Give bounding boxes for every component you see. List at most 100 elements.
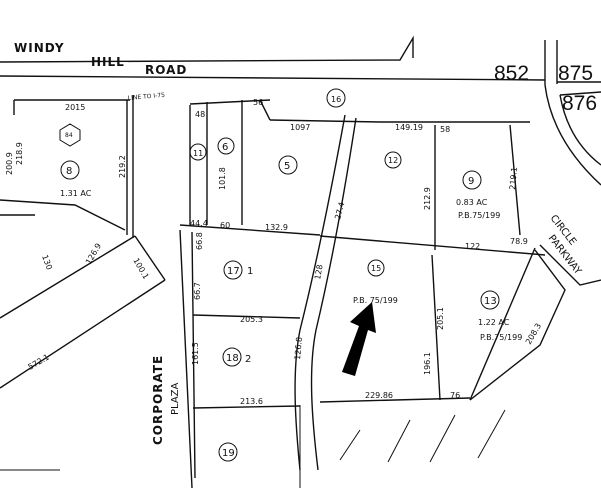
dim-101-8: 101.8 xyxy=(218,167,227,190)
parcel-12[interactable]: 12 xyxy=(384,151,402,169)
parcel-9[interactable]: 9 0.83 AC P.B.75/199 xyxy=(456,170,500,220)
parcel-6-id: 6 xyxy=(222,142,228,153)
bottom-ticks xyxy=(0,409,506,471)
dim-66-8: 66.8 xyxy=(195,232,204,250)
arrow-marker xyxy=(342,302,376,376)
parcel-9-circle xyxy=(462,170,482,190)
dim-229-86: 229.86 xyxy=(365,391,393,400)
parcel-12-id: 12 xyxy=(388,156,398,165)
parcel-15-circle xyxy=(367,259,385,277)
dim-208-3: 208.3 xyxy=(524,322,543,346)
dim-200-9: 200.9 xyxy=(5,152,14,175)
dim-27-4: 27.4 xyxy=(333,201,346,221)
parcel-17[interactable]: 17 1 xyxy=(223,260,253,280)
parcel-lines-right xyxy=(319,124,601,401)
dim-76: 76 xyxy=(450,391,460,400)
parcel-lines-left xyxy=(0,95,134,238)
page-ref-876: 876 xyxy=(562,92,597,115)
dim-205-3: 205.3 xyxy=(240,315,263,324)
dim-44-4: 44.4 xyxy=(190,219,208,228)
parcel-6-circle xyxy=(217,137,235,155)
dim-2015: 2015 xyxy=(65,103,85,112)
parcel-17-lot: 1 xyxy=(247,266,253,277)
parcel-11-id: 11 xyxy=(193,149,203,158)
parcel-13-plat: P.B.75/199 xyxy=(480,333,522,342)
parcel-17-circle xyxy=(223,260,243,280)
dim-212-9: 212.9 xyxy=(423,187,432,210)
parcel-6[interactable]: 6 xyxy=(217,137,235,155)
road-label-hill: HILL xyxy=(91,55,125,69)
center-creek xyxy=(294,114,357,471)
dim-149-19: 149.19 xyxy=(395,123,423,132)
parcel-8-area: 1.31 AC xyxy=(60,189,92,198)
road-label-road: ROAD xyxy=(145,63,187,77)
dim-122: 122 xyxy=(465,242,480,251)
page-ref-852: 852 xyxy=(494,62,529,85)
dim-213-6: 213.6 xyxy=(240,397,263,406)
page-ref-875: 875 xyxy=(558,62,593,85)
windy-hill-road-lines xyxy=(0,35,601,85)
road-label-plaza: PLAZA xyxy=(170,382,181,415)
arrow-up-icon xyxy=(342,302,376,376)
parcel-16-id: 16 xyxy=(331,95,341,104)
parcel-84-hexagon xyxy=(59,123,81,147)
diagonal-road xyxy=(0,235,166,389)
parcel-12-circle xyxy=(384,151,402,169)
parcel-18[interactable]: 18 2 xyxy=(222,347,251,367)
parcel-84[interactable]: 84 xyxy=(59,123,81,147)
parcel-15-id: 15 xyxy=(371,264,381,273)
parcel-5-id: 5 xyxy=(284,161,290,172)
corporate-plaza-road xyxy=(179,229,196,489)
dim-128: 128 xyxy=(313,264,325,281)
parcel-9-id: 9 xyxy=(468,176,474,187)
parcel-19-circle xyxy=(218,442,238,462)
dim-58: 58 xyxy=(440,125,450,134)
dim-1097: 1097 xyxy=(290,123,310,132)
parcel-9-area: 0.83 AC xyxy=(456,198,488,207)
parcel-16[interactable]: 16 xyxy=(326,88,346,108)
parcel-17-id: 17 xyxy=(227,266,240,277)
parcel-lines-lower xyxy=(192,314,471,488)
dim-572-1: 572.1 xyxy=(27,352,51,371)
dim-219-2: 219.2 xyxy=(118,155,127,178)
parcel-16-circle xyxy=(326,88,346,108)
parcel-5[interactable]: 5 xyxy=(278,155,298,175)
dim-60: 60 xyxy=(220,221,230,230)
parcel-19[interactable]: 19 xyxy=(218,442,238,462)
dim-56: 56 xyxy=(253,98,263,107)
parcel-9-plat: P.B.75/199 xyxy=(458,211,500,220)
parcel-11[interactable]: 11 xyxy=(189,143,207,161)
dim-126-9: 126.9 xyxy=(84,242,103,266)
dim-66-7: 66.7 xyxy=(193,282,202,300)
dim-48: 48 xyxy=(195,110,205,119)
parcel-11-circle xyxy=(189,143,207,161)
road-label-corporate: CORPORATE xyxy=(151,355,165,445)
parcel-8[interactable]: 8 1.31 AC xyxy=(60,160,92,198)
parcel-lines-top-middle xyxy=(179,99,530,236)
parcel-13-area: 1.22 AC xyxy=(478,318,510,327)
parcel-5-circle xyxy=(278,155,298,175)
line-to-i75-label: LINE TO I-75 xyxy=(128,92,166,102)
parcel-13-id: 13 xyxy=(484,296,497,307)
right-boundary xyxy=(544,84,601,186)
parcel-15[interactable]: 15 P.B. 75/199 xyxy=(353,259,398,305)
parcel-18-lot: 2 xyxy=(245,354,251,365)
parcel-13[interactable]: 13 1.22 AC P.B.75/199 xyxy=(478,290,522,342)
dim-205-1: 205.1 xyxy=(436,307,445,330)
parcel-8-id: 8 xyxy=(66,166,72,177)
dim-161-5: 161.5 xyxy=(191,342,200,365)
dim-196-1: 196.1 xyxy=(423,352,432,375)
parcel-19-id: 19 xyxy=(222,448,235,459)
parcel-8-circle xyxy=(60,160,80,180)
parcel-84-id: 84 xyxy=(65,132,73,139)
parcel-15-plat: P.B. 75/199 xyxy=(353,296,398,305)
parcel-18-circle xyxy=(222,347,242,367)
dim-219-1: 219.1 xyxy=(508,167,519,191)
dim-218-9: 218.9 xyxy=(15,142,24,165)
road-label-windy: WINDY xyxy=(14,41,65,55)
dim-130: 130 xyxy=(40,254,54,271)
parcel-18-id: 18 xyxy=(226,353,239,364)
dim-100-1: 100.1 xyxy=(131,257,150,281)
